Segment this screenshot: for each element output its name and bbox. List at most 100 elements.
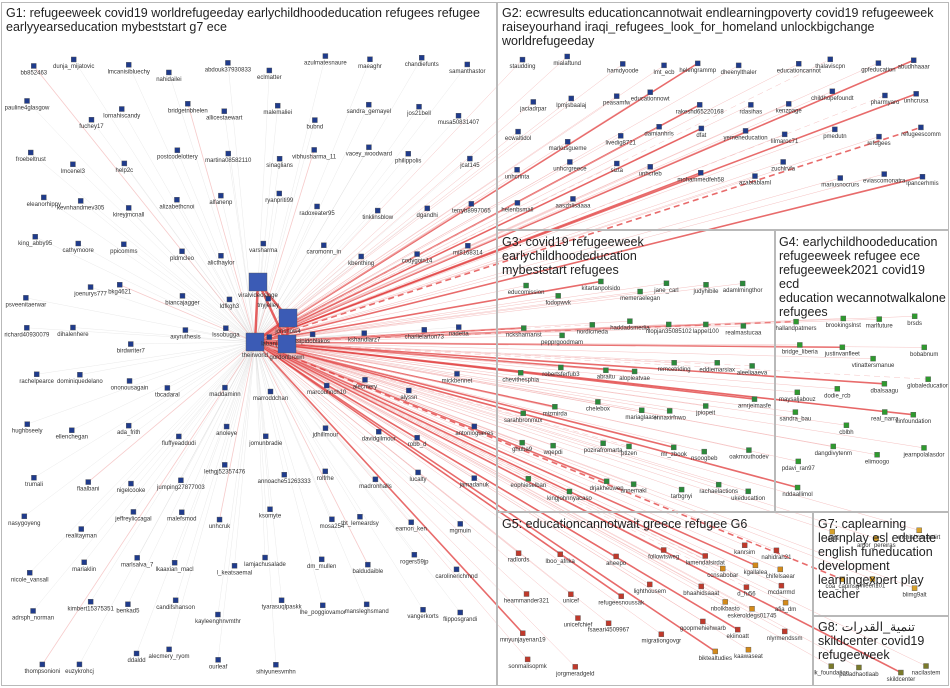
graph-node[interactable]: ptlzen: [621, 443, 637, 457]
graph-node[interactable]: philippolis: [395, 151, 421, 164]
graph-node[interactable]: sihiyunesvmhn: [256, 662, 296, 675]
graph-node[interactable]: nbolkbasto: [711, 599, 741, 612]
graph-node[interactable]: tbt_lemeardsy: [341, 514, 379, 527]
graph-node[interactable]: fsaeari4509967: [588, 620, 630, 634]
graph-node[interactable]: bridgetnbhelen: [168, 101, 208, 114]
graph-node[interactable]: mariusnocrurs: [821, 175, 859, 189]
graph-node[interactable]: alfanenp: [209, 192, 233, 206]
graph-node[interactable]: tnyjelley: [257, 295, 279, 309]
graph-node[interactable]: dgandhi: [417, 205, 438, 219]
graph-node[interactable]: pozirafromarta: [584, 440, 623, 454]
graph-node[interactable]: rolfrhe: [317, 468, 335, 482]
graph-node[interactable]: nigelcooke: [117, 480, 146, 494]
graph-node[interactable]: annoache51263333: [258, 471, 312, 485]
graph-node[interactable]: musa50831407: [438, 113, 480, 126]
graph-node[interactable]: jdhillmour: [312, 425, 339, 439]
graph-node[interactable]: madronhalls: [359, 476, 392, 490]
graph-node[interactable]: kshandlarz7: [348, 330, 381, 344]
graph-node[interactable]: help2c: [116, 160, 134, 174]
graph-node[interactable]: eamon_ken: [395, 519, 427, 533]
graph-node[interactable]: lk_foundation: [813, 663, 849, 677]
graph-node[interactable]: candifshanson: [156, 597, 195, 611]
graph-node[interactable]: peasamfw: [603, 93, 631, 107]
graph-node[interactable]: ecwaltidol: [505, 128, 531, 142]
graph-node[interactable]: l_keatsaemal: [217, 563, 252, 576]
graph-node[interactable]: sinaglians: [266, 155, 293, 169]
graph-node[interactable]: chandiefunts: [405, 55, 439, 68]
graph-node[interactable]: mr_zbook: [661, 444, 688, 458]
graph-node[interactable]: eleanorhippy: [27, 194, 61, 208]
graph-node[interactable]: memeraelegan: [620, 288, 660, 302]
graph-node[interactable]: samanthastor: [449, 61, 485, 75]
graph-node[interactable]: nsoogbeb: [691, 448, 718, 462]
graph-node[interactable]: kgallalea: [744, 562, 768, 576]
graph-node[interactable]: skildcenter: [887, 669, 916, 683]
graph-node[interactable]: vlieen101: [860, 576, 886, 590]
graph-node[interactable]: unicefchief: [564, 615, 593, 629]
graph-node[interactable]: realmastucaa: [725, 323, 762, 336]
graph-node[interactable]: ennaxirfnwo: [653, 408, 686, 421]
graph-node[interactable]: jpiopeit: [695, 403, 716, 417]
graph-node[interactable]: bb852463: [20, 63, 48, 76]
graph-node[interactable]: jumping27877003: [156, 477, 205, 491]
graph-node[interactable]: jomunbradie: [248, 433, 283, 447]
graph-node[interactable]: varsharma: [249, 240, 278, 254]
graph-node[interactable]: azulmatesnaure: [304, 53, 347, 67]
graph-node[interactable]: dunja_mijatovic: [53, 56, 94, 70]
graph-node[interactable]: mosa254: [320, 516, 345, 530]
graph-node[interactable]: pmedutn: [823, 126, 847, 140]
graph-node[interactable]: fuchey17: [79, 117, 104, 130]
graph-node[interactable]: nlopjan35085102: [646, 321, 693, 335]
graph-node[interactable]: kingjohnnyacaso: [547, 488, 592, 502]
graph-node[interactable]: nordicmeda: [577, 322, 609, 335]
graph-node[interactable]: alecmery_ryom: [149, 646, 190, 660]
graph-node[interactable]: childhopefoundt: [811, 88, 854, 102]
graph-node[interactable]: brookingslnst: [826, 315, 862, 329]
graph-node[interactable]: dangdivytenm: [815, 443, 852, 457]
graph-node[interactable]: abudhhaaar: [898, 57, 930, 71]
graph-node[interactable]: lucalty: [410, 469, 427, 483]
graph-node[interactable]: antoniogueres: [455, 423, 493, 437]
graph-node[interactable]: educationnowt: [631, 89, 670, 103]
graph-node[interactable]: unhcrinta: [505, 167, 530, 180]
graph-node[interactable]: rachelpearce: [19, 371, 55, 385]
graph-node[interactable]: psveenitaerwar: [6, 295, 47, 308]
graph-node[interactable]: dfat: [696, 125, 707, 139]
graph-node[interactable]: jonsnow4: [274, 308, 301, 335]
graph-node[interactable]: viralvideosloge: [238, 272, 279, 299]
graph-node[interactable]: froebeltrust: [16, 149, 46, 163]
graph-node[interactable]: theirworld: [242, 332, 268, 359]
graph-node[interactable]: hughbseely: [12, 421, 43, 435]
graph-node[interactable]: allicestaewart: [206, 108, 243, 122]
graph-node[interactable]: arnrjeimasfe: [738, 396, 772, 410]
graph-node[interactable]: ppicomms: [110, 241, 138, 255]
graph-node[interactable]: unhcruk: [209, 516, 231, 530]
graph-node[interactable]: eskeroldegs01745: [727, 606, 777, 619]
graph-node[interactable]: lappel100: [693, 321, 720, 335]
graph-node[interactable]: ncksharnanst: [506, 325, 542, 339]
graph-node[interactable]: migrationgovgr: [641, 631, 681, 645]
graph-node[interactable]: tbcadaral: [155, 385, 180, 398]
graph-node[interactable]: kanrsim: [734, 542, 755, 556]
graph-node[interactable]: livedig8721: [606, 133, 637, 146]
graph-node[interactable]: jamadanuk: [459, 475, 490, 489]
graph-node[interactable]: azablablaml: [739, 173, 771, 187]
graph-node[interactable]: lilmaroc71: [771, 131, 799, 145]
graph-node[interactable]: gpfeducation: [861, 60, 896, 74]
graph-node[interactable]: sarahbronmux: [504, 410, 542, 424]
graph-node[interactable]: mansleghsmand: [345, 601, 389, 615]
graph-node[interactable]: rdasihas: [740, 102, 763, 115]
graph-node[interactable]: refugees: [867, 133, 891, 147]
graph-node[interactable]: charlielarton73: [405, 327, 445, 340]
graph-node[interactable]: lkaaxian_macl: [156, 560, 194, 573]
graph-node[interactable]: nicole_vansall: [11, 570, 49, 583]
graph-node[interactable]: dheenylthaler: [721, 62, 757, 76]
graph-node[interactable]: bubnd: [307, 117, 324, 131]
graph-node[interactable]: jorgmeradgeld: [555, 664, 594, 677]
graph-node[interactable]: damianhrls: [644, 124, 674, 137]
graph-node[interactable]: robb_d: [408, 434, 427, 448]
graph-node[interactable]: marlfuture: [866, 316, 894, 330]
graph-node[interactable]: baldudaible: [353, 561, 384, 575]
graph-node[interactable]: martina08582110: [205, 150, 252, 164]
graph-node[interactable]: nddaallimol: [782, 484, 813, 498]
